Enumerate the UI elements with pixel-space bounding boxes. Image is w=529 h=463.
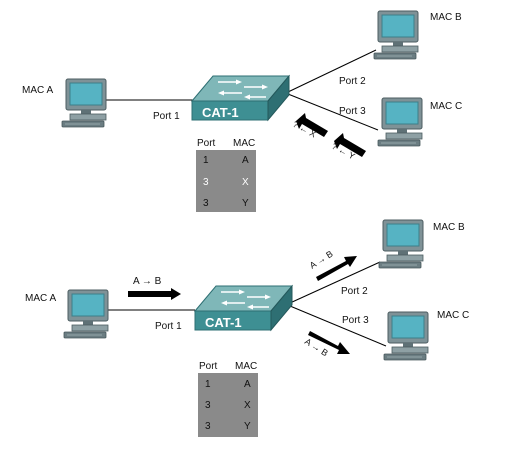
top-diagram: CAT-1 MAC A MAC B MAC C Port 1 Port 2 Po… <box>22 10 462 212</box>
bottom-pc-c-icon <box>383 311 429 361</box>
bottom-port2-label: Port 2 <box>341 286 368 297</box>
top-host-b-label: MAC B <box>430 12 462 23</box>
top-switch-label: CAT-1 <box>202 105 239 120</box>
top-mac-table-header-port: Port <box>197 138 216 149</box>
bottom-mac-table-body <box>198 373 258 437</box>
bottom-arrow-to-b-icon <box>316 256 357 281</box>
top-arrow-y-icon <box>334 133 366 157</box>
bottom-mac-table: Port MAC 1 A 3 X 3 Y <box>198 361 258 437</box>
bottom-link-port2 <box>289 261 381 304</box>
bottom-pc-a-icon <box>63 289 109 339</box>
top-pc-c-icon <box>377 97 423 147</box>
bottom-mac-table-cell: 3 <box>205 400 211 411</box>
top-mac-table-cell: 1 <box>203 155 209 166</box>
bottom-switch-label: CAT-1 <box>205 315 242 330</box>
top-mac-table-cell: 3 <box>203 198 209 209</box>
bottom-pc-b-icon <box>378 219 424 269</box>
top-link-port3 <box>287 93 379 131</box>
bottom-mac-table-header-port: Port <box>199 361 218 372</box>
top-port1-label: Port 1 <box>153 111 180 122</box>
top-mac-table: Port MAC 1 A 3 X 3 Y <box>196 138 256 212</box>
bottom-diagram: CAT-1 MAC A MAC B MAC C Port 1 Port 2 Po… <box>25 219 469 437</box>
top-mac-table-cell: Y <box>242 198 249 209</box>
bottom-mac-table-cell: Y <box>244 421 251 432</box>
bottom-arrow-to-c-icon <box>308 331 350 354</box>
top-arrow-x-icon <box>296 113 328 137</box>
bottom-host-a-label: MAC A <box>25 293 56 304</box>
bottom-port1-label: Port 1 <box>155 321 182 332</box>
top-pc-a-icon <box>61 78 107 128</box>
top-mac-table-cell: 3 <box>203 177 209 188</box>
top-pc-b-icon <box>373 10 419 60</box>
bottom-host-c-label: MAC C <box>437 310 469 321</box>
top-port2-label: Port 2 <box>339 76 366 87</box>
bottom-mac-table-cell: A <box>244 379 251 390</box>
bottom-mac-table-cell: 3 <box>205 421 211 432</box>
top-mac-table-cell: A <box>242 155 249 166</box>
bottom-link-port3 <box>289 305 387 347</box>
bottom-host-b-label: MAC B <box>433 222 465 233</box>
top-link-port2 <box>287 49 377 93</box>
bottom-arrow-to-b-label: A → B <box>308 249 335 271</box>
top-port3-label: Port 3 <box>339 106 366 117</box>
top-host-c-label: MAC C <box>430 101 462 112</box>
top-mac-table-body <box>196 150 256 212</box>
bottom-arrow-in-label: A → B <box>133 276 162 287</box>
bottom-mac-table-cell: X <box>244 400 251 411</box>
top-mac-table-cell: X <box>242 177 249 188</box>
bottom-mac-table-cell: 1 <box>205 379 211 390</box>
bottom-mac-table-header-mac: MAC <box>235 361 257 372</box>
top-host-a-label: MAC A <box>22 85 53 96</box>
bottom-port3-label: Port 3 <box>342 315 369 326</box>
bottom-arrow-in-icon <box>128 288 181 300</box>
top-mac-table-header-mac: MAC <box>233 138 255 149</box>
